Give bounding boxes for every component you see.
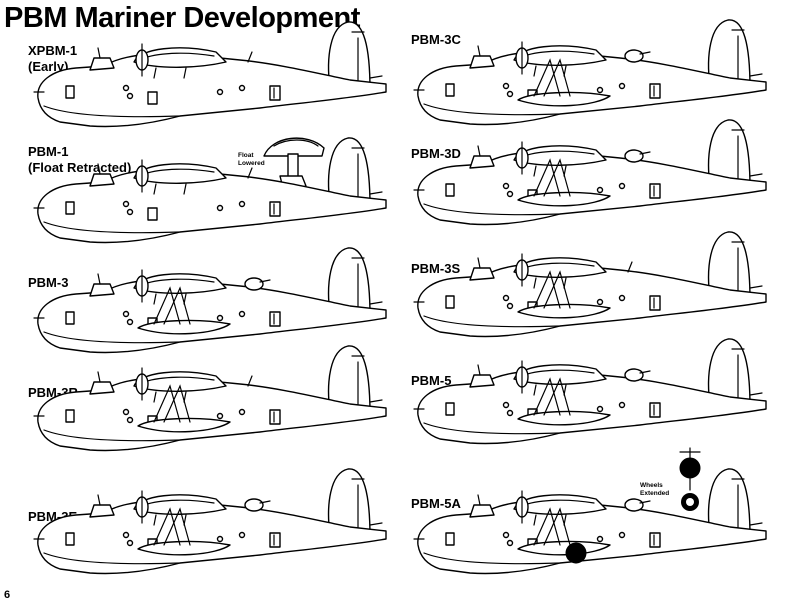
wheels-extended-detail [679, 447, 701, 511]
pbm5-drawing [413, 338, 767, 445]
page-title: PBM Mariner Development [4, 2, 360, 34]
pbm5a-drawing [413, 468, 767, 575]
pbm3d-drawing [413, 119, 767, 226]
variant-label-pbm1: PBM-1 (Float Retracted) [28, 144, 131, 176]
variant-name: PBM-3D [411, 146, 461, 161]
variant-label-pbm5: PBM-5 [411, 373, 451, 389]
variant-name: PBM-5 [411, 373, 452, 388]
pbm3r-drawing [33, 345, 387, 452]
variant-name: XPBM-1 [28, 43, 78, 58]
float-lowered-callout: Float Lowered [238, 152, 265, 167]
wheels-extended-callout: Wheels Extended [640, 482, 670, 497]
variant-label-pbm3s: PBM-3S [411, 261, 460, 277]
variant-name: PBM-3S [411, 261, 461, 276]
variant-label-pbm3d: PBM-3D [411, 146, 461, 162]
pbm3e-drawing [33, 468, 387, 575]
float-lowered-detail [263, 137, 325, 193]
variant-label-xpbm1: XPBM-1 (Early) [28, 43, 77, 75]
variant-label-pbm5a: PBM-5A [411, 496, 461, 512]
variant-label-pbm3c: PBM-3C [411, 32, 461, 48]
pbm3-drawing [33, 247, 387, 354]
variant-note: (Early) [28, 59, 69, 74]
variant-name: PBM-3C [411, 32, 461, 47]
pbm3s-drawing [413, 231, 767, 338]
variant-name: PBM-1 [28, 144, 69, 159]
pbm3c-drawing [413, 19, 767, 126]
variant-note: (Float Retracted) [28, 160, 132, 175]
variant-name: PBM-5A [411, 496, 461, 511]
variant-label-pbm3: PBM-3 [28, 275, 68, 291]
pbm1-drawing [33, 137, 387, 244]
xpbm1-drawing [33, 21, 387, 128]
page-number: 6 [4, 589, 11, 601]
variant-name: PBM-3 [28, 275, 69, 290]
